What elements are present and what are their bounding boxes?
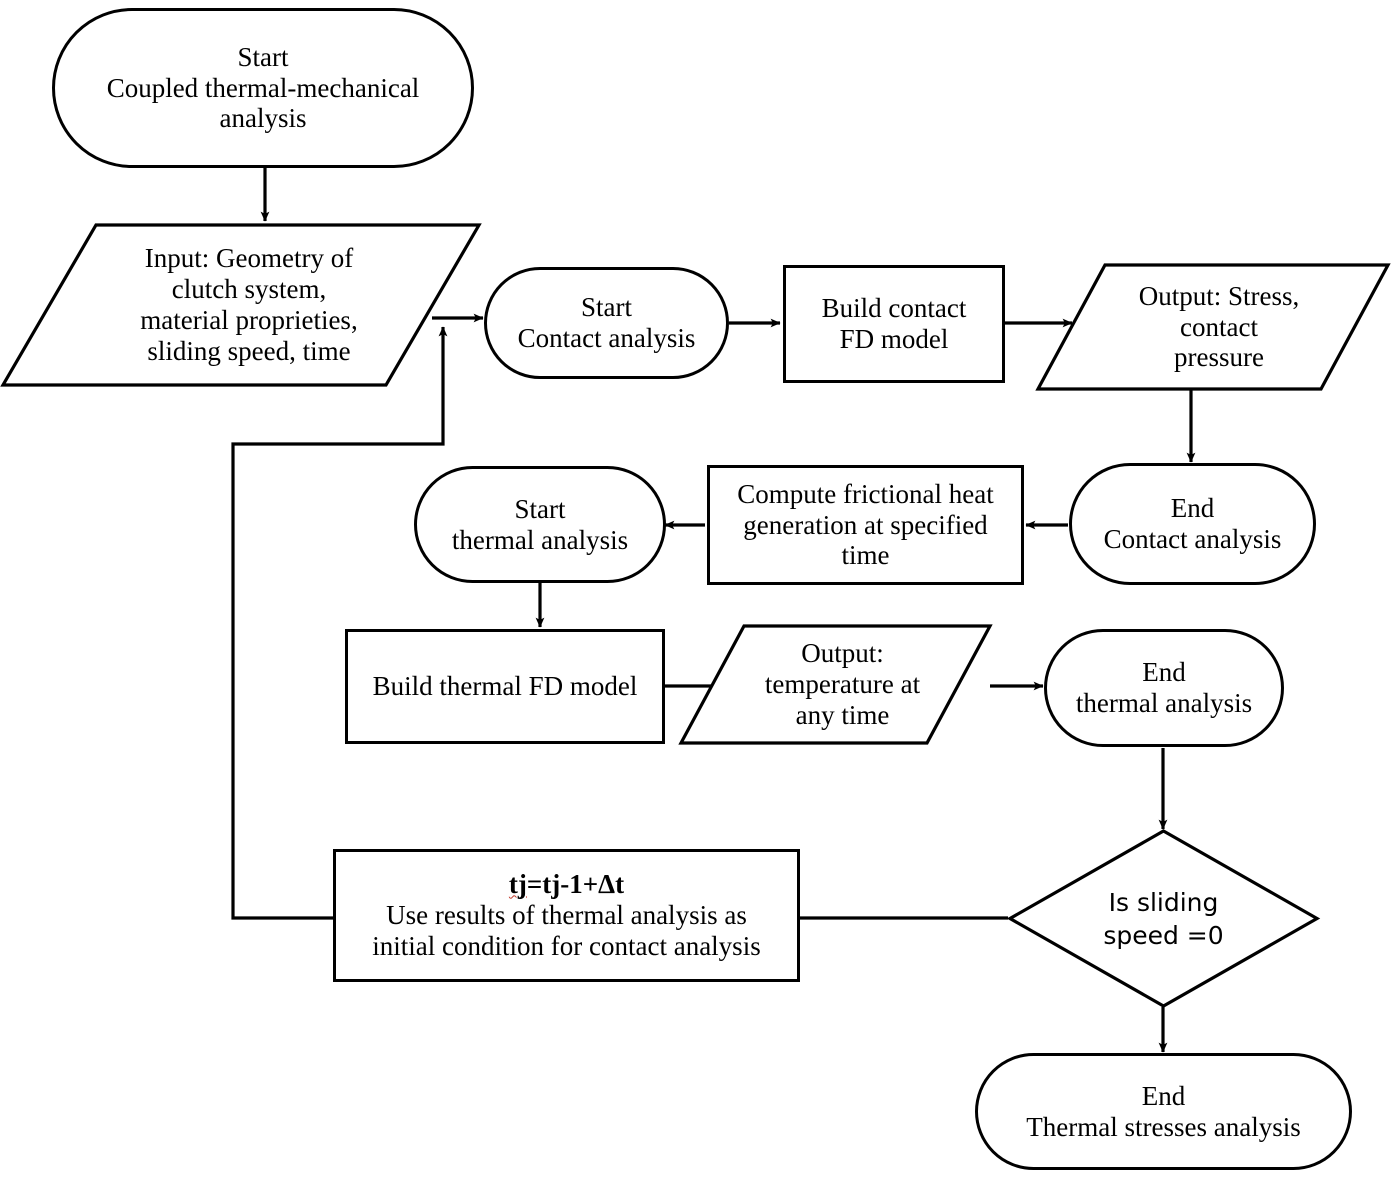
node-output-temperature-label: Output: temperature at any time xyxy=(764,638,921,730)
node-start-thermal-analysis-label: Start thermal analysis xyxy=(451,493,629,555)
node-decision-sliding-speed-label: Is sliding speed =0 xyxy=(1103,887,1224,950)
diamond-shape xyxy=(1006,829,1321,1008)
node-build-contact-fd-model[interactable]: Build contact FD model xyxy=(783,265,1005,383)
node-end-contact-analysis[interactable]: End Contact analysis xyxy=(1069,463,1316,585)
node-end-thermal-stresses-analysis[interactable]: End Thermal stresses analysis xyxy=(975,1053,1352,1170)
node-input-geometry[interactable]: Input: Geometry of clutch system, materi… xyxy=(0,222,482,388)
node-input-geometry-label: Input: Geometry of clutch system, materi… xyxy=(140,243,358,366)
node-output-stress-label: Output: Stress, contact pressure xyxy=(1138,280,1300,373)
formula-spellcheck-token: tj xyxy=(508,869,527,900)
node-start-coupled-analysis-label: Start Coupled thermal-mechanical analysi… xyxy=(106,41,420,134)
parallelogram-shape xyxy=(678,624,993,745)
node-output-temperature[interactable]: Output: temperature at any time xyxy=(678,623,993,746)
node-output-stress[interactable]: Output: Stress, contact pressure xyxy=(1035,262,1391,392)
node-end-thermal-analysis-label: End thermal analysis xyxy=(1075,657,1253,718)
node-update-time-step[interactable]: tj=tj-1+Δt Use results of thermal analys… xyxy=(333,849,800,982)
edge-update-to-start-contact-feedback xyxy=(231,326,448,920)
node-start-contact-analysis-label: Start Contact analysis xyxy=(517,292,696,353)
node-start-thermal-analysis[interactable]: Start thermal analysis xyxy=(414,466,666,583)
node-start-contact-analysis[interactable]: Start Contact analysis xyxy=(484,267,729,379)
node-end-contact-analysis-label: End Contact analysis xyxy=(1103,493,1282,554)
node-update-time-step-formula: tj=tj-1+Δt xyxy=(508,869,625,900)
node-end-thermal-stresses-analysis-label: End Thermal stresses analysis xyxy=(1026,1080,1301,1142)
parallelogram-shape xyxy=(0,223,482,387)
node-build-thermal-fd-model-label: Build thermal FD model xyxy=(372,671,638,702)
node-build-thermal-fd-model[interactable]: Build thermal FD model xyxy=(345,629,665,744)
node-compute-frictional-heat-label: Compute frictional heat generation at sp… xyxy=(737,478,994,571)
parallelogram-shape xyxy=(1035,263,1391,391)
node-decision-sliding-speed[interactable]: Is sliding speed =0 xyxy=(1006,828,1321,1009)
node-end-thermal-analysis[interactable]: End thermal analysis xyxy=(1044,629,1284,747)
node-update-time-step-label: Use results of thermal analysis as initi… xyxy=(372,900,761,961)
node-start-coupled-analysis[interactable]: Start Coupled thermal-mechanical analysi… xyxy=(52,8,474,168)
node-build-contact-fd-model-label: Build contact FD model xyxy=(821,293,967,354)
node-compute-frictional-heat[interactable]: Compute frictional heat generation at sp… xyxy=(707,465,1024,585)
